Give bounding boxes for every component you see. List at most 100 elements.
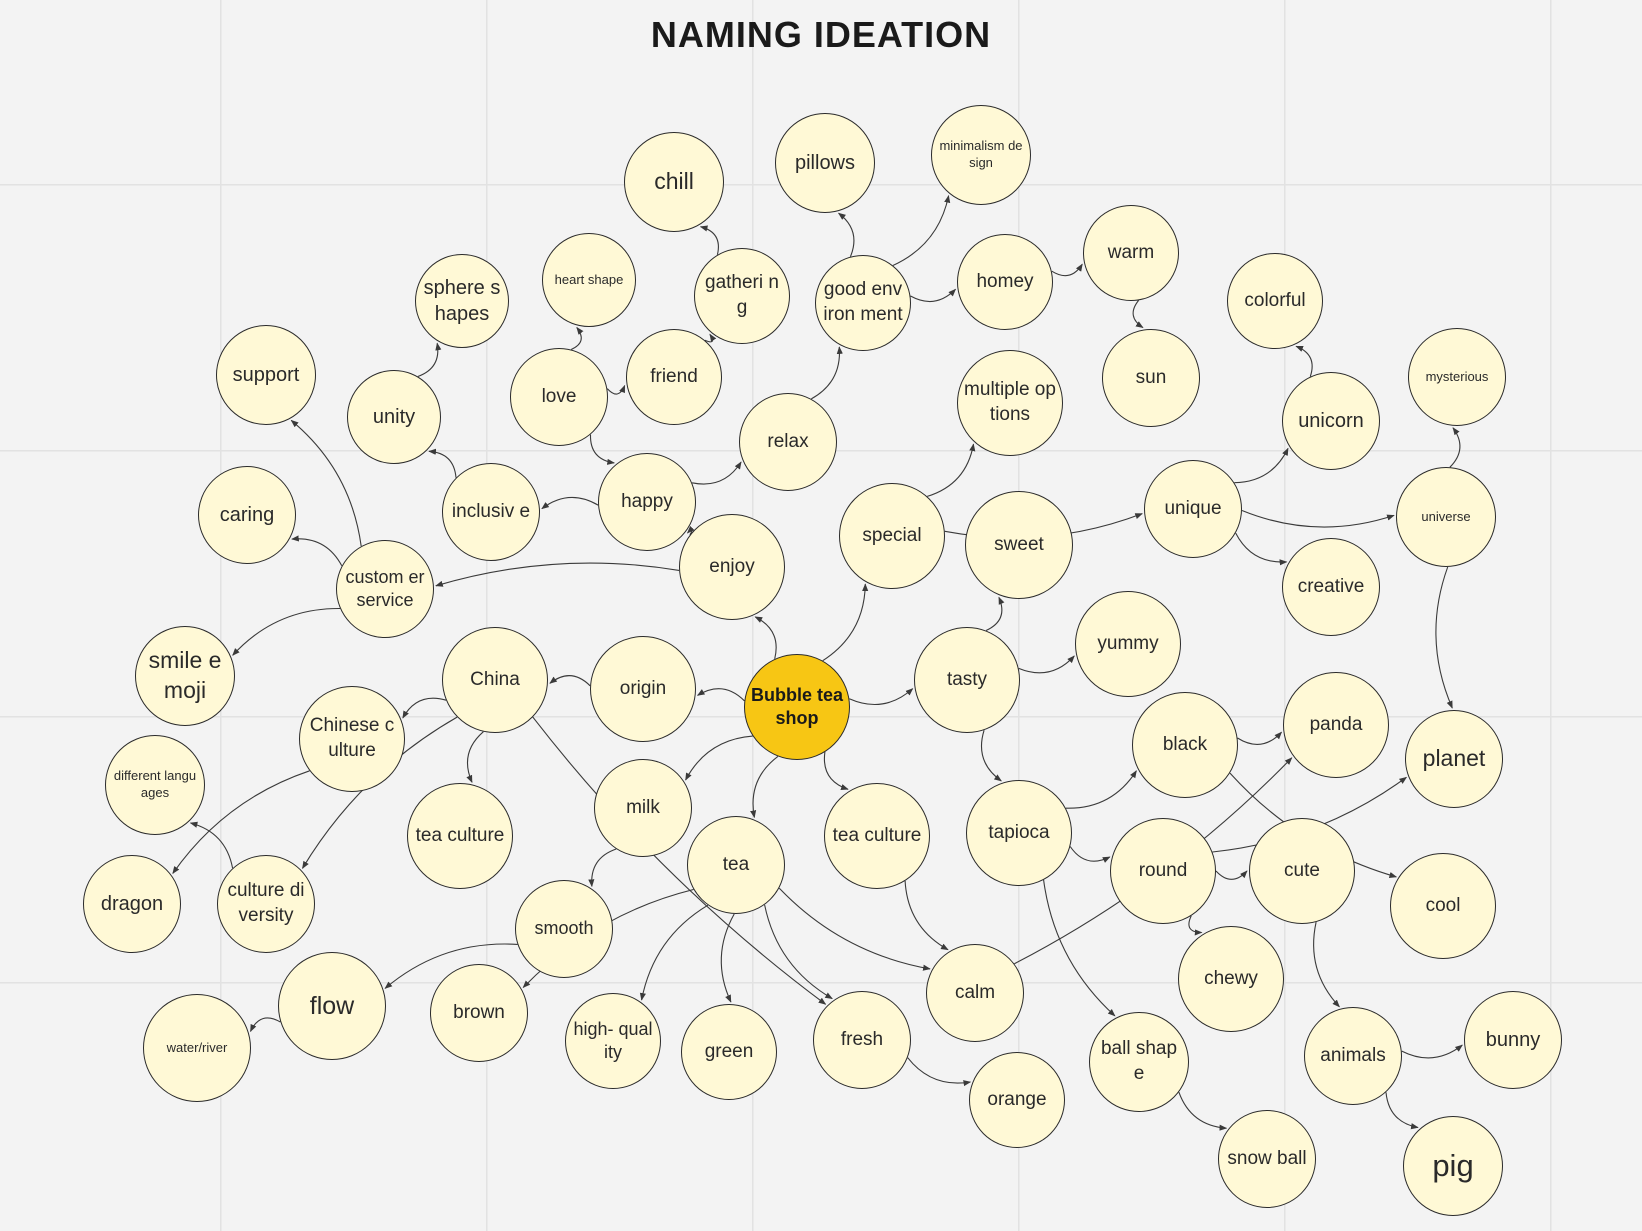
node-happy[interactable]: happy: [598, 453, 696, 551]
node-pillows[interactable]: pillows: [775, 113, 875, 213]
edge-tea-to-calm: [778, 887, 931, 971]
node-fresh[interactable]: fresh: [813, 991, 911, 1089]
edge-teaculture2-to-calm: [904, 880, 949, 951]
edge-goodenv-to-homey: [910, 288, 957, 303]
node-sun[interactable]: sun: [1102, 329, 1200, 427]
edge-tasty-to-sweet: [985, 596, 1005, 631]
edge-enjoy-to-custservice: [435, 562, 680, 587]
node-sphere[interactable]: sphere shapes: [415, 254, 509, 348]
node-calm[interactable]: calm: [926, 944, 1024, 1042]
node-cute[interactable]: cute: [1249, 818, 1355, 924]
edge-milk-to-smooth: [588, 848, 617, 888]
edge-goodenv-to-pillows: [837, 212, 855, 257]
node-bunny[interactable]: bunny: [1464, 991, 1562, 1089]
node-colorful[interactable]: colorful: [1227, 253, 1323, 349]
node-warm[interactable]: warm: [1083, 205, 1179, 301]
node-milk[interactable]: milk: [594, 759, 692, 857]
node-origin[interactable]: origin: [590, 636, 696, 742]
node-snowball[interactable]: snow ball: [1218, 1110, 1316, 1208]
edge-tea-to-green: [720, 913, 735, 1003]
edge-custservice-to-support: [290, 419, 362, 547]
node-unicorn[interactable]: unicorn: [1282, 372, 1380, 470]
node-goodenv[interactable]: good environ ment: [815, 255, 911, 351]
node-teaculture1[interactable]: tea culture: [407, 783, 513, 889]
node-inclusive[interactable]: inclusiv e: [442, 463, 540, 561]
node-custservice[interactable]: custom er service: [336, 540, 434, 638]
node-sweet[interactable]: sweet: [965, 491, 1073, 599]
node-caring[interactable]: caring: [198, 466, 296, 564]
edge-love-to-friend: [606, 384, 626, 395]
node-friend[interactable]: friend: [626, 329, 722, 425]
node-teaculture2[interactable]: tea culture: [824, 783, 930, 889]
node-chill[interactable]: chill: [624, 132, 724, 232]
node-animals[interactable]: animals: [1304, 1007, 1402, 1105]
edge-tasty-to-yummy: [1018, 655, 1075, 674]
edge-origin-to-china: [549, 675, 591, 687]
node-unity[interactable]: unity: [347, 370, 441, 464]
edge-friend-to-gathering: [704, 333, 717, 343]
node-ballshape[interactable]: ball shape: [1089, 1012, 1189, 1112]
node-minimalism[interactable]: minimalism design: [931, 105, 1031, 205]
edge-goodenv-to-minimalism: [892, 194, 951, 267]
edge-homey-to-warm: [1051, 263, 1083, 277]
node-mysterious[interactable]: mysterious: [1408, 328, 1506, 426]
node-smile[interactable]: smile emoji: [135, 626, 235, 726]
edge-bubble-to-enjoy: [754, 616, 777, 660]
node-green[interactable]: green: [681, 1004, 777, 1100]
node-panda[interactable]: panda: [1283, 672, 1389, 778]
node-support[interactable]: support: [216, 325, 316, 425]
node-dragon[interactable]: dragon: [83, 855, 181, 953]
node-enjoy[interactable]: enjoy: [679, 514, 785, 620]
edge-china-to-fresh: [532, 716, 827, 1005]
node-chineseculture[interactable]: Chinese culture: [299, 686, 405, 792]
node-difflang[interactable]: different languages: [105, 735, 205, 835]
node-brown[interactable]: brown: [430, 964, 528, 1062]
edge-tapioca-to-ballshape: [1043, 879, 1116, 1017]
node-relax[interactable]: relax: [739, 393, 837, 491]
node-pig[interactable]: pig: [1403, 1116, 1503, 1216]
node-smooth[interactable]: smooth: [515, 880, 613, 978]
edge-universe-to-mysterious: [1449, 427, 1461, 468]
node-flow[interactable]: flow: [278, 952, 386, 1060]
node-bubble[interactable]: Bubble teashop: [744, 654, 850, 760]
node-tasty[interactable]: tasty: [914, 627, 1020, 733]
node-china[interactable]: China: [442, 627, 548, 733]
node-tea[interactable]: tea: [687, 816, 785, 914]
edge-unity-to-sphere: [417, 342, 442, 378]
edge-flow-to-waterriver: [250, 1017, 281, 1033]
node-universe[interactable]: universe: [1396, 467, 1496, 567]
node-waterriver[interactable]: water/river: [143, 994, 251, 1102]
edge-unicorn-to-colorful: [1295, 345, 1313, 377]
node-culturediv[interactable]: culture diversity: [217, 855, 315, 953]
edge-gathering-to-chill: [699, 225, 719, 255]
node-round[interactable]: round: [1110, 818, 1216, 924]
node-homey[interactable]: homey: [957, 234, 1053, 330]
node-tapioca[interactable]: tapioca: [966, 780, 1072, 886]
edge-china-to-teaculture1: [466, 731, 484, 784]
node-planet[interactable]: planet: [1405, 710, 1503, 808]
node-unique[interactable]: unique: [1144, 460, 1242, 558]
node-black[interactable]: black: [1132, 692, 1238, 798]
node-yummy[interactable]: yummy: [1075, 591, 1181, 697]
edge-bubble-to-tasty: [849, 688, 914, 705]
edge-smooth-to-flow: [384, 943, 518, 989]
node-highquality[interactable]: high- quality: [565, 993, 661, 1089]
edge-animals-to-pig: [1385, 1092, 1419, 1130]
node-love[interactable]: love: [510, 348, 608, 446]
edge-black-to-panda: [1237, 731, 1283, 745]
node-orange[interactable]: orange: [969, 1052, 1065, 1148]
node-cool[interactable]: cool: [1390, 853, 1496, 959]
edge-unique-to-unicorn: [1234, 447, 1289, 484]
edge-bubble-to-origin: [696, 688, 745, 702]
node-multiple[interactable]: multiple options: [957, 350, 1063, 456]
edge-animals-to-bunny: [1401, 1044, 1463, 1059]
node-gathering[interactable]: gatheri ng: [694, 248, 790, 344]
edge-custservice-to-caring: [291, 535, 343, 567]
edge-inclusive-to-unity: [428, 448, 457, 478]
edge-happy-to-relax: [691, 461, 742, 485]
node-heart[interactable]: heart shape: [542, 233, 636, 327]
node-chewy[interactable]: chewy: [1178, 926, 1284, 1032]
node-creative[interactable]: creative: [1282, 538, 1380, 636]
node-special[interactable]: special: [839, 483, 945, 589]
edge-bubble-to-special: [822, 583, 869, 662]
